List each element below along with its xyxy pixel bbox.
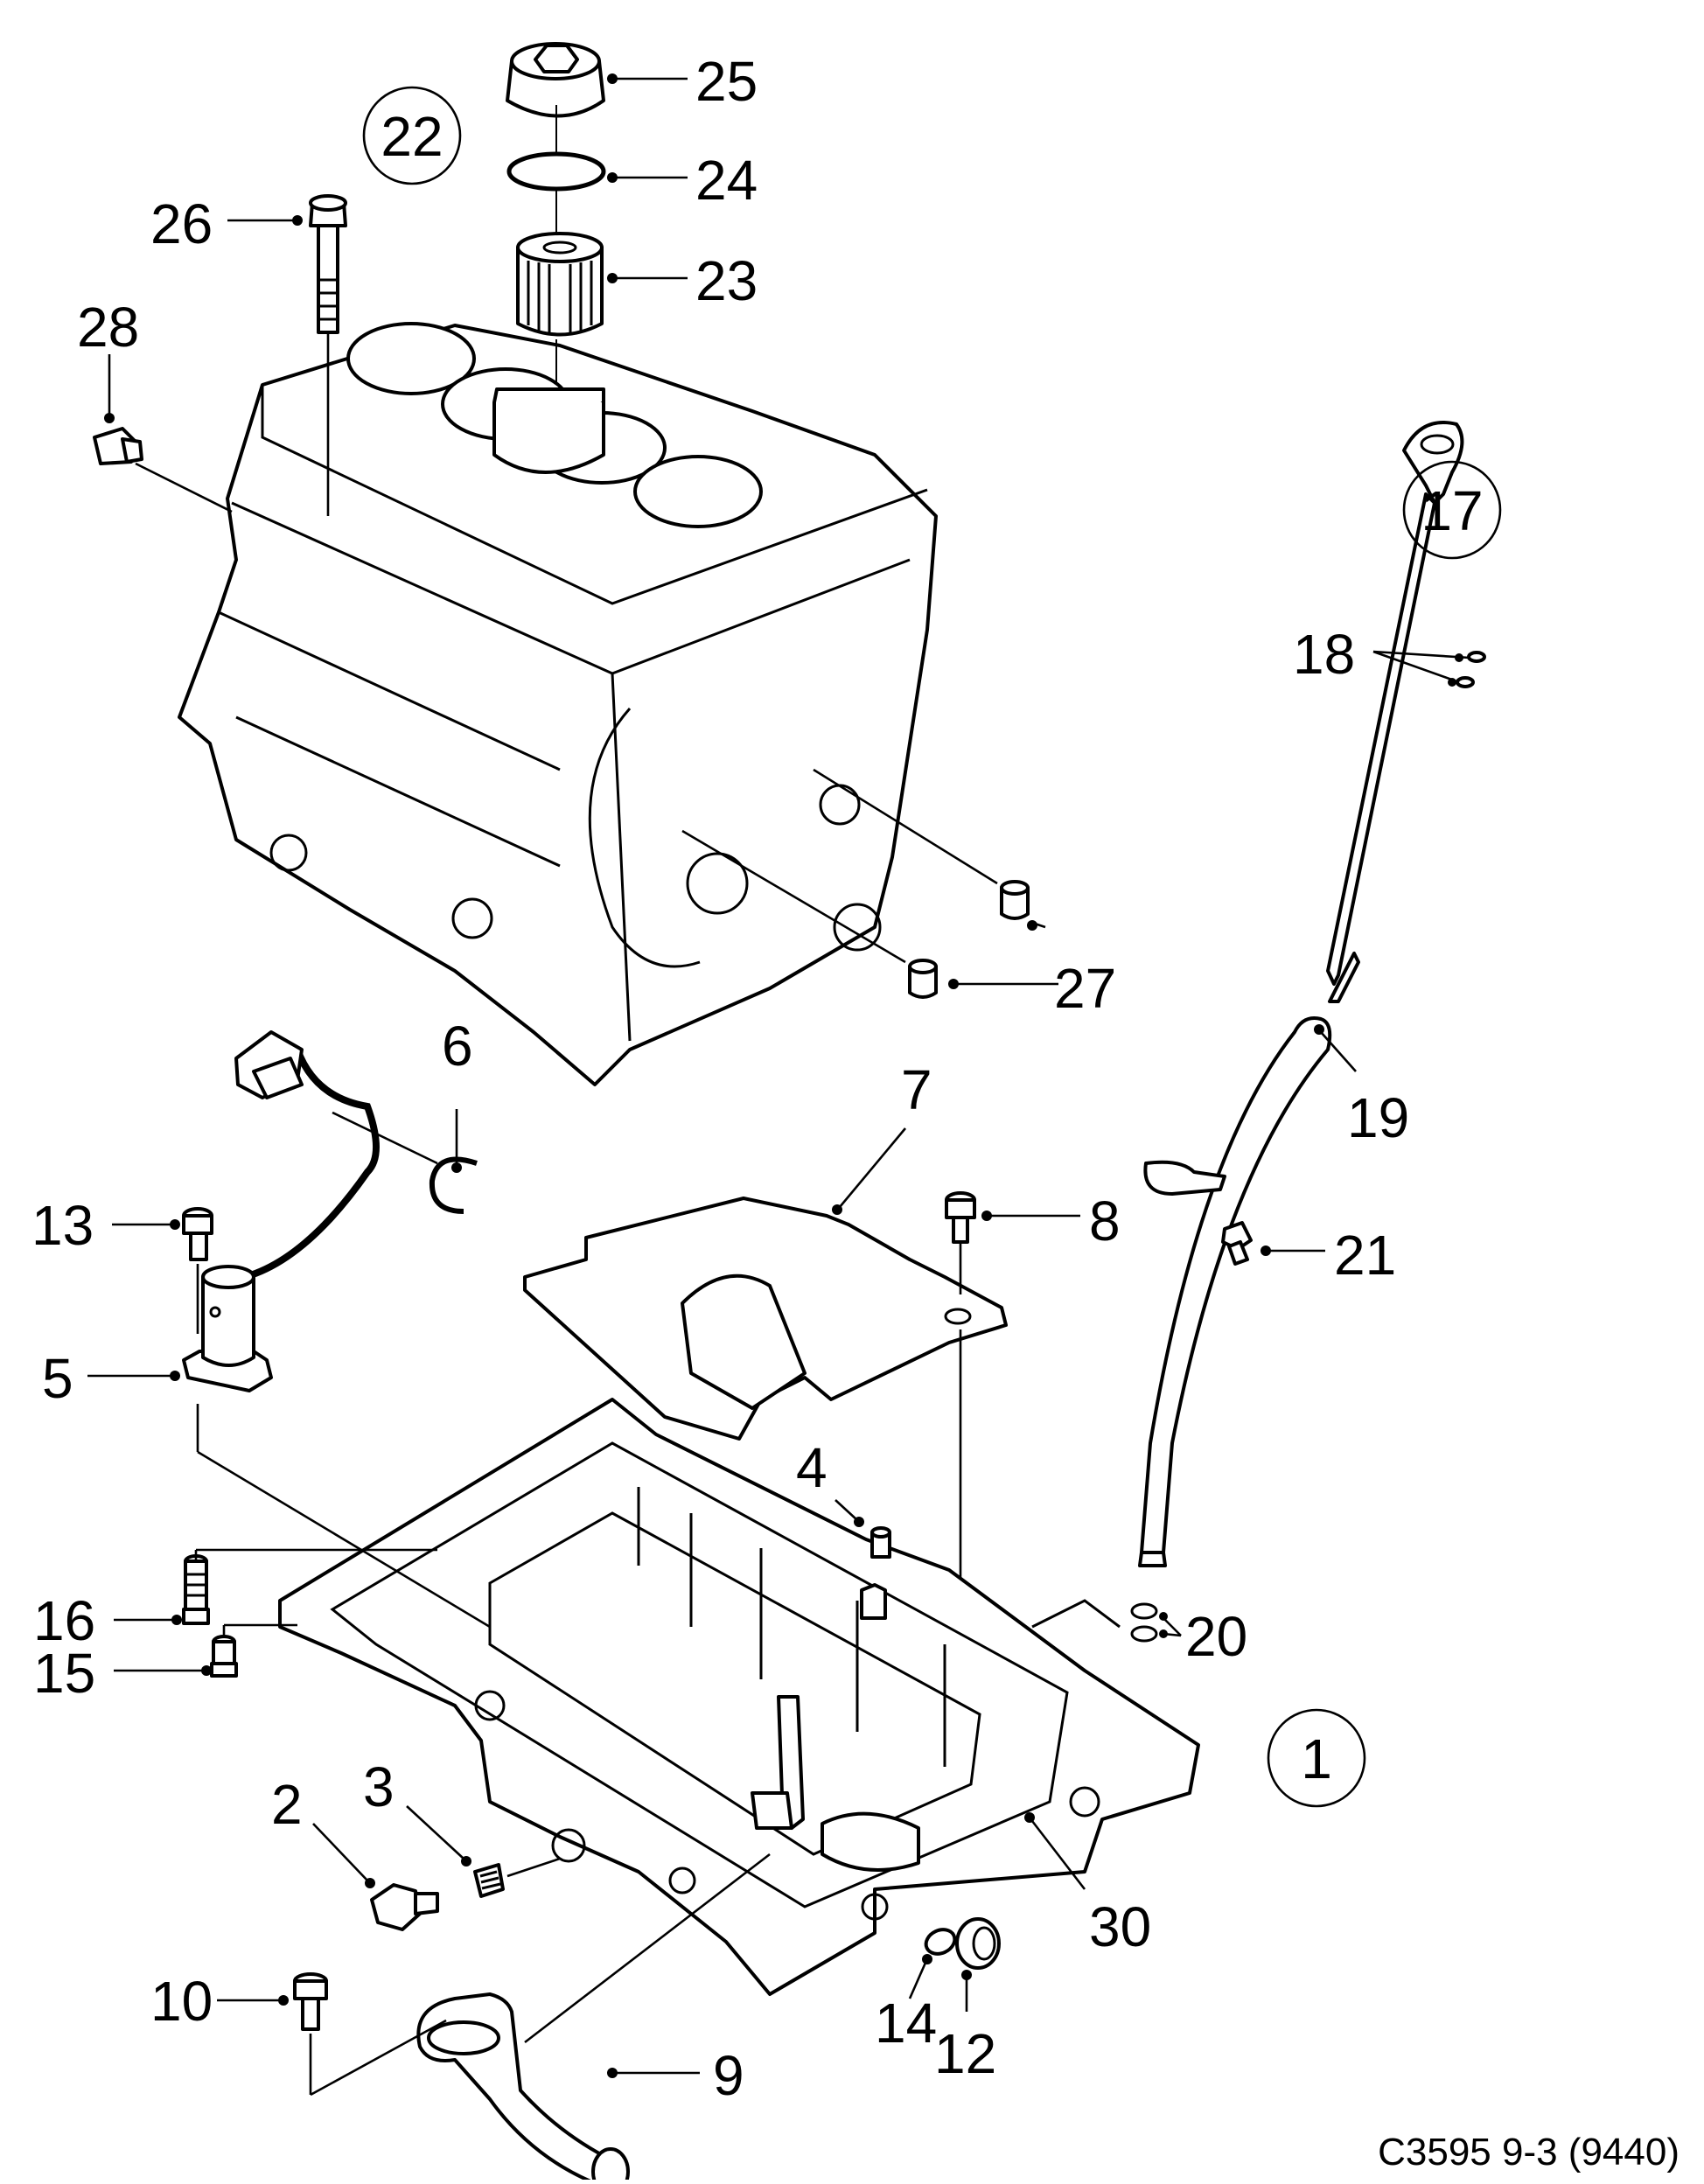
callout-23: 23 [695,249,758,312]
bolt-21 [1221,1221,1253,1266]
plug-12 [955,1917,1001,1970]
o-rings-20 [1130,1602,1158,1643]
dipstick [1326,421,1464,1003]
callout-3: 3 [363,1755,395,1818]
seal-washer-3 [473,1863,505,1898]
oil-filter-assembly [506,42,606,385]
callout-19: 19 [1347,1086,1409,1149]
drain-plug-2 [370,1883,439,1931]
callout-2: 2 [271,1773,303,1836]
assembly-callout-22: 22 [362,86,462,185]
callout-6: 6 [442,1015,473,1078]
pan-bolt-16 [182,1554,210,1625]
bolt-13 [182,1207,213,1261]
assembly-callout-1: 1 [1267,1708,1366,1808]
o-ring-14 [924,1928,957,1956]
oil-filter-cap [506,42,605,118]
callout-20: 20 [1185,1605,1247,1668]
callout-12: 12 [934,2022,996,2085]
callout-1: 1 [1301,1727,1332,1790]
callout-10: 10 [150,1970,213,2033]
assembly-callout-17: 17 [1402,460,1502,560]
callout-9: 9 [713,2044,744,2107]
cylinder-head-bolt [309,194,347,516]
dowel-sleeve-4 [870,1526,891,1559]
knock-sensor [182,1265,273,1392]
callout-22: 22 [381,105,443,168]
callout-26: 26 [150,192,213,255]
callout-27: 27 [1054,957,1116,1020]
callout-7: 7 [901,1058,932,1121]
circled-callouts: 22 17 1 [362,86,1502,1808]
callout-5: 5 [42,1347,73,1410]
callout-13: 13 [31,1194,94,1257]
engine-block [178,322,938,1086]
dipstick-guide-tube [1138,1016,1332,1567]
callout-17: 17 [1421,479,1483,542]
leader-lines [87,73,1470,2097]
callout-30: 30 [1089,1895,1151,1958]
callout-15: 15 [33,1642,95,1705]
cylinder-bore-4 [633,455,763,528]
baffle-plate [523,1197,1008,1441]
callout-8: 8 [1089,1190,1121,1252]
callout-labels: 25 24 23 26 28 6 7 8 13 5 19 21 18 27 4 … [31,50,1409,2107]
pan-bolt-15 [210,1635,238,1678]
callout-28: 28 [77,296,139,359]
callout-24: 24 [695,149,758,212]
dowel-sleeves-27 [908,880,1030,999]
cylinder-bore-1 [346,322,476,395]
bolt-10 [293,1972,328,2031]
callout-4: 4 [796,1436,828,1499]
knock-sensor-cable [234,1030,380,1280]
oil-pickup-pipe [416,1992,630,2184]
oil-filter-element [516,232,604,337]
callout-14: 14 [875,1992,937,2055]
threaded-plug [93,427,143,465]
callout-16: 16 [33,1589,95,1652]
oil-pan [278,1398,1200,1996]
oil-filter-seal-ring [506,151,606,192]
callout-25: 25 [695,50,758,113]
figure-caption: C3595 9-3 (9440) [1378,2131,1680,2174]
callout-21: 21 [1334,1224,1396,1287]
callout-18: 18 [1293,623,1355,686]
